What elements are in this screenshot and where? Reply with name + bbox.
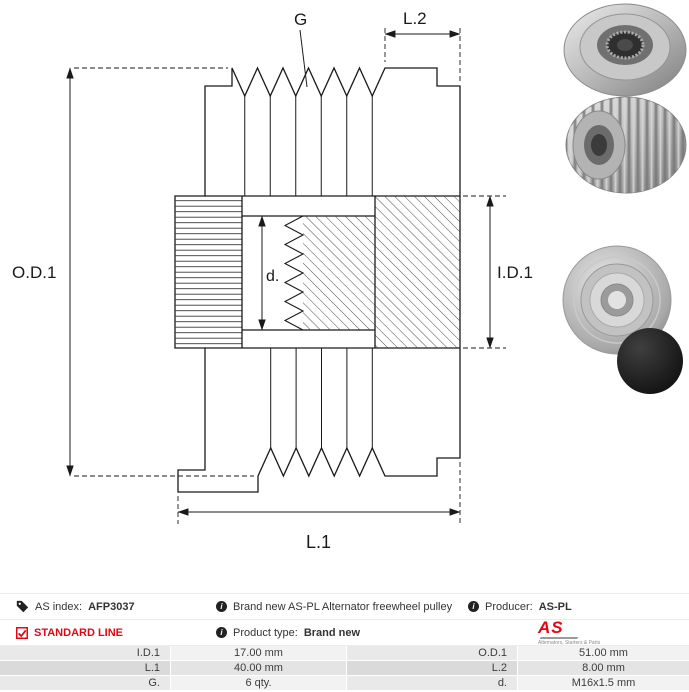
as-pl-logo: AS Alternators, Starters & Parts <box>538 619 600 646</box>
info-icon: i <box>216 601 227 612</box>
product-photo-black-cap <box>617 328 683 394</box>
product-description: Brand new AS-PL Alternator freewheel pul… <box>233 600 453 613</box>
dim-d-label: d. <box>266 268 279 285</box>
bore-section-hatch <box>303 216 375 330</box>
knurled-sleeve <box>175 196 242 348</box>
spec-value: M16x1.5 mm <box>518 676 689 690</box>
product-type-value: Brand new <box>303 626 361 639</box>
as-pl-logo-tagline: Alternators, Starters & Parts <box>538 640 601 646</box>
brand-logo-cell: AS Alternators, Starters & Parts <box>452 619 689 646</box>
dim-od1-label: O.D.1 <box>12 263 56 282</box>
spec-table: I.D.1 17.00 mm O.D.1 51.00 mm L.1 40.00 … <box>0 646 689 690</box>
spec-key: d. <box>347 676 517 690</box>
spec-value: 6 qty. <box>171 676 346 690</box>
spec-key: I.D.1 <box>0 646 170 660</box>
as-pl-logo-text: AS <box>538 618 564 637</box>
info-icon: i <box>468 601 479 612</box>
technical-drawing: O.D.1 G L.2 d. I.D.1 L.1 <box>12 9 533 552</box>
product-type-cell: i Product type: Brand new <box>200 620 452 646</box>
spec-key: L.1 <box>0 661 170 675</box>
as-index-cell: AS index: AFP3037 <box>0 594 200 620</box>
dimension-labels: O.D.1 G L.2 d. I.D.1 L.1 <box>12 9 533 552</box>
standard-line-label: STANDARD LINE <box>34 626 124 639</box>
product-photo-pulley-angled <box>563 3 687 97</box>
spec-value: 8.00 mm <box>518 661 689 675</box>
thread-profile <box>283 215 305 331</box>
dim-l2-label: L.2 <box>403 9 427 28</box>
standard-line-cell: STANDARD LINE <box>0 620 200 646</box>
hub-section-hatch <box>375 196 460 348</box>
spec-value: 51.00 mm <box>518 646 689 660</box>
info-icon: i <box>216 627 227 638</box>
spec-value: 17.00 mm <box>171 646 346 660</box>
product-photo-pulley-side <box>565 96 687 194</box>
producer-label: Producer: <box>485 600 533 613</box>
as-index-label: AS index: <box>35 600 83 613</box>
producer-value: AS-PL <box>538 600 572 613</box>
dim-g-leader <box>299 29 308 88</box>
product-type-label: Product type: <box>233 626 298 639</box>
dim-id1-label: I.D.1 <box>497 263 533 282</box>
spec-key: G. <box>0 676 170 690</box>
dimension-lines <box>66 28 506 524</box>
product-info-strip: AS index: AFP3037 i Brand new AS-PL Alte… <box>0 593 689 646</box>
pulley-cross-section <box>174 66 461 493</box>
spec-key: L.2 <box>347 661 517 675</box>
producer-cell: i Producer: AS-PL <box>452 594 689 620</box>
product-photo-pulley-front <box>562 245 683 394</box>
as-pl-logo-swoosh <box>539 637 579 639</box>
product-photos <box>562 3 687 394</box>
spec-key: O.D.1 <box>347 646 517 660</box>
description-cell: i Brand new AS-PL Alternator freewheel p… <box>200 594 452 620</box>
tag-icon <box>16 600 29 613</box>
dim-g-label: G <box>294 10 307 29</box>
checkbox-checked-icon <box>16 626 28 639</box>
spec-value: 40.00 mm <box>171 661 346 675</box>
dim-l1-label: L.1 <box>306 532 331 552</box>
as-index-value: AFP3037 <box>88 600 135 613</box>
